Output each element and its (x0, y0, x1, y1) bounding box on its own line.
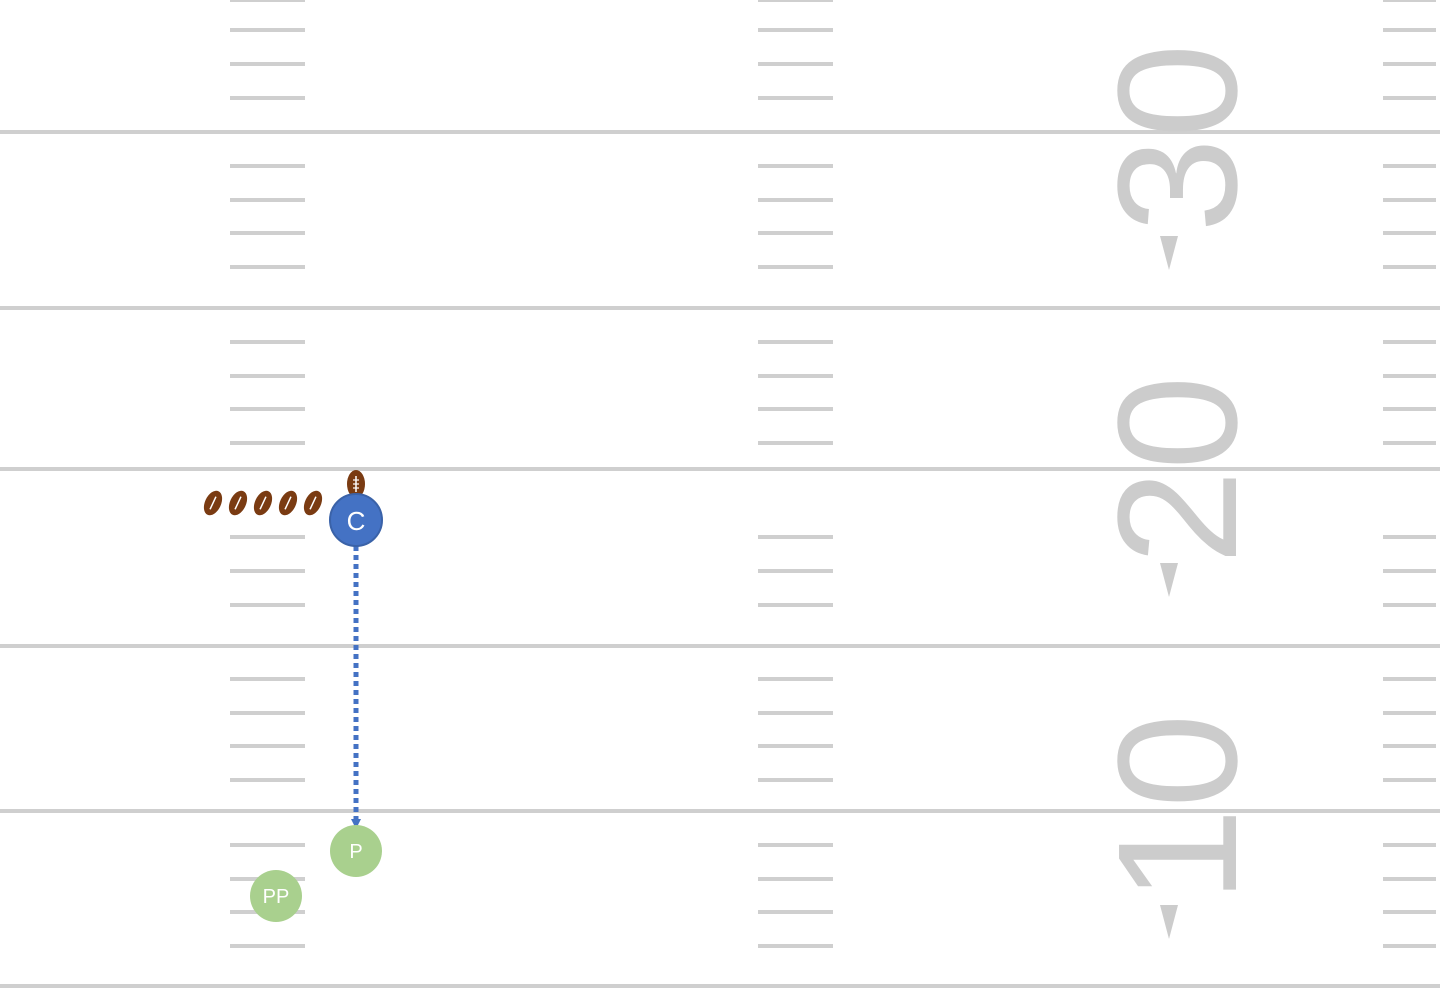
football-icon (228, 490, 248, 516)
yard-direction-arrow-icon (1160, 563, 1178, 597)
football-row (203, 490, 323, 516)
player-personal-protector[interactable]: PP (250, 870, 302, 922)
football-icon (303, 490, 323, 516)
player-label-personal-protector: PP (263, 886, 290, 908)
player-punter[interactable]: P (330, 825, 382, 877)
yard-number-group-30: 30 (1083, 43, 1273, 270)
yard-direction-arrow-icon (1160, 905, 1178, 939)
yard-number-30: 30 (1083, 43, 1273, 232)
football-icon (203, 490, 223, 516)
yard-number-10: 10 (1083, 713, 1273, 902)
yard-lines (0, 130, 1440, 988)
yard-number-20: 20 (1083, 375, 1273, 564)
football-icon (347, 470, 365, 498)
hash-marks (230, 0, 1436, 948)
player-label-punter: P (349, 841, 362, 863)
yard-direction-arrow-icon (1160, 236, 1178, 270)
yard-number-group-20: 20 (1083, 375, 1273, 597)
player-center[interactable]: C (329, 493, 383, 547)
football-icon (278, 490, 298, 516)
yard-number-group-10: 10 (1083, 713, 1273, 939)
player-label-center: C (347, 506, 366, 536)
football-icon (253, 490, 273, 516)
